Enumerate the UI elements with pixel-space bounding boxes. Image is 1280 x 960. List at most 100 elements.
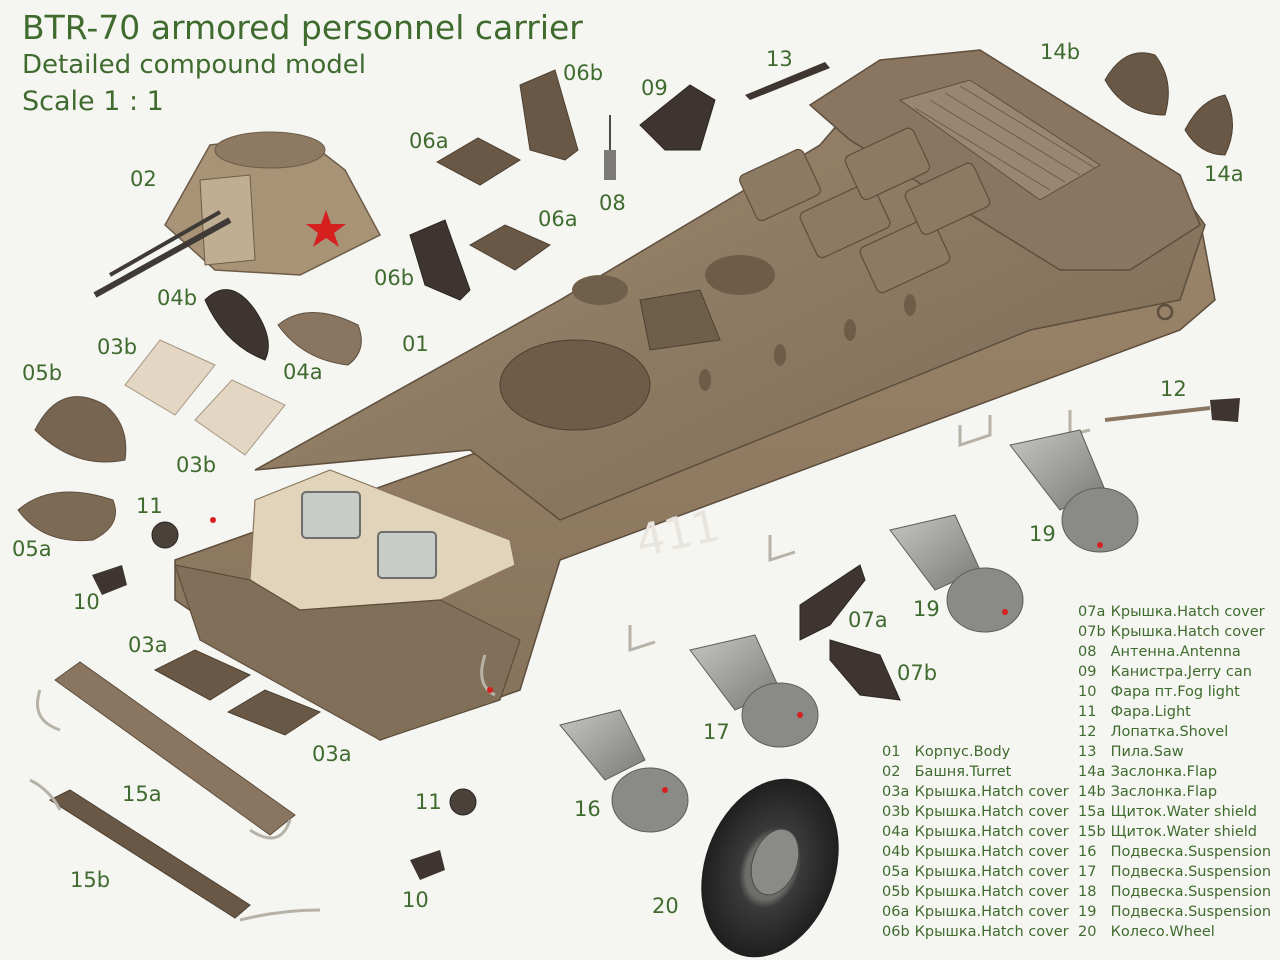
part-11-light-lower bbox=[449, 788, 477, 816]
label-08: 08 bbox=[599, 191, 626, 215]
legend-code: 19 bbox=[1078, 904, 1097, 920]
part-06b-upper bbox=[519, 69, 579, 161]
legend-text: Фара пт.Fog light bbox=[1106, 684, 1240, 700]
legend-code: 15a bbox=[1078, 804, 1106, 820]
label-06a: 06a bbox=[409, 129, 449, 153]
part-07b bbox=[829, 639, 901, 701]
legend-text: Подвеска.Suspension bbox=[1106, 844, 1272, 860]
legend-row: 14a Заслонка.Flap bbox=[1078, 762, 1271, 782]
legend-code: 13 bbox=[1078, 744, 1097, 760]
legend-code: 10 bbox=[1078, 684, 1097, 700]
label-15b: 15b bbox=[70, 868, 111, 892]
part-10-fog-light-lower bbox=[410, 850, 445, 880]
legend-text: Канистра.Jerry can bbox=[1106, 664, 1252, 680]
diagram-title: BTR-70 armored personnel carrier bbox=[22, 8, 583, 47]
legend-code: 01 bbox=[882, 744, 901, 760]
legend-row: 20 Колесо.Wheel bbox=[1078, 922, 1271, 942]
legend-text: Крышка.Hatch cover bbox=[910, 824, 1069, 840]
legend-text: Пила.Saw bbox=[1106, 744, 1184, 760]
legend-text: Заслонка.Flap bbox=[1106, 784, 1218, 800]
label-10: 10 bbox=[73, 590, 100, 614]
legend-row: 05b Крышка.Hatch cover bbox=[882, 882, 1069, 902]
label-13: 13 bbox=[766, 47, 793, 71]
legend-code: 14a bbox=[1078, 764, 1106, 780]
legend-row: 03b Крышка.Hatch cover bbox=[882, 802, 1069, 822]
legend-text: Крышка.Hatch cover bbox=[910, 844, 1069, 860]
legend-text: Подвеска.Suspension bbox=[1106, 864, 1272, 880]
label-06b: 06b bbox=[374, 266, 415, 290]
legend-code: 05a bbox=[882, 864, 910, 880]
red-star-icon bbox=[306, 210, 346, 247]
legend-row: 01 Корпус.Body bbox=[882, 742, 1069, 762]
legend-code: 09 bbox=[1078, 664, 1097, 680]
label-04a: 04a bbox=[283, 360, 323, 384]
legend-text: Крышка.Hatch cover bbox=[910, 924, 1069, 940]
legend-code: 16 bbox=[1078, 844, 1097, 860]
part-12-shovel bbox=[1104, 398, 1240, 422]
part-13-saw bbox=[745, 62, 830, 100]
legend-code: 20 bbox=[1078, 924, 1097, 940]
legend-row: 07a Крышка.Hatch cover bbox=[1078, 602, 1271, 622]
legend-text: Крышка.Hatch cover bbox=[1106, 624, 1265, 640]
legend-code: 06a bbox=[882, 904, 910, 920]
part-14a bbox=[1184, 94, 1233, 156]
legend-row: 15a Щиток.Water shield bbox=[1078, 802, 1271, 822]
legend-row: 04b Крышка.Hatch cover bbox=[882, 842, 1069, 862]
part-04a bbox=[277, 312, 362, 366]
part-17-suspension bbox=[689, 634, 819, 748]
part-06a-upper bbox=[435, 137, 522, 186]
legend-code: 11 bbox=[1078, 704, 1097, 720]
legend-code: 15b bbox=[1078, 824, 1106, 840]
legend-text: Щиток.Water shield bbox=[1106, 804, 1257, 820]
label-14a: 14a bbox=[1204, 162, 1244, 186]
label-06a: 06a bbox=[538, 207, 578, 231]
legend-row: 06a Крышка.Hatch cover bbox=[882, 902, 1069, 922]
part-19-suspension-rear bbox=[1009, 429, 1139, 553]
label-03b: 03b bbox=[97, 335, 138, 359]
label-02: 02 bbox=[130, 167, 157, 191]
part-09-jerry-can bbox=[639, 84, 716, 151]
legend-text: Фара.Light bbox=[1106, 704, 1191, 720]
legend-row: 16 Подвеска.Suspension bbox=[1078, 842, 1271, 862]
legend-row: 07b Крышка.Hatch cover bbox=[1078, 622, 1271, 642]
legend-row: 02 Башня.Turret bbox=[882, 762, 1069, 782]
label-11: 11 bbox=[415, 790, 442, 814]
legend-text: Заслонка.Flap bbox=[1106, 764, 1218, 780]
part-04b bbox=[204, 289, 269, 361]
label-12: 12 bbox=[1160, 377, 1187, 401]
legend-code: 04a bbox=[882, 824, 910, 840]
legend-code: 05b bbox=[882, 884, 910, 900]
label-09: 09 bbox=[641, 76, 668, 100]
legend-code: 17 bbox=[1078, 864, 1097, 880]
legend-text: Крышка.Hatch cover bbox=[910, 784, 1069, 800]
label-07a: 07a bbox=[848, 608, 888, 632]
turret bbox=[93, 131, 382, 298]
label-14b: 14b bbox=[1040, 40, 1081, 64]
legend-row: 18 Подвеска.Suspension bbox=[1078, 882, 1271, 902]
part-05a bbox=[17, 491, 116, 542]
legend-code: 06b bbox=[882, 924, 910, 940]
label-19: 19 bbox=[913, 597, 940, 621]
legend-text: Крышка.Hatch cover bbox=[910, 864, 1069, 880]
part-10-fog-light-upper bbox=[92, 565, 127, 595]
legend-code: 04b bbox=[882, 844, 910, 860]
part-16-suspension bbox=[559, 709, 689, 833]
legend-code: 07a bbox=[1078, 604, 1106, 620]
legend-code: 18 bbox=[1078, 884, 1097, 900]
label-20: 20 bbox=[652, 894, 679, 918]
legend-row: 12 Лопатка.Shovel bbox=[1078, 722, 1271, 742]
label-04b: 04b bbox=[157, 286, 198, 310]
legend-row: 13 Пила.Saw bbox=[1078, 742, 1271, 762]
part-06b-lower bbox=[409, 219, 471, 301]
part-07a bbox=[799, 564, 866, 641]
part-20-wheel bbox=[701, 778, 839, 958]
legend-row: 15b Щиток.Water shield bbox=[1078, 822, 1271, 842]
label-15a: 15a bbox=[122, 782, 162, 806]
legend-row: 14b Заслонка.Flap bbox=[1078, 782, 1271, 802]
legend-text: Подвеска.Suspension bbox=[1106, 884, 1272, 900]
legend-text: Башня.Turret bbox=[910, 764, 1012, 780]
legend-row: 09 Канистра.Jerry can bbox=[1078, 662, 1271, 682]
